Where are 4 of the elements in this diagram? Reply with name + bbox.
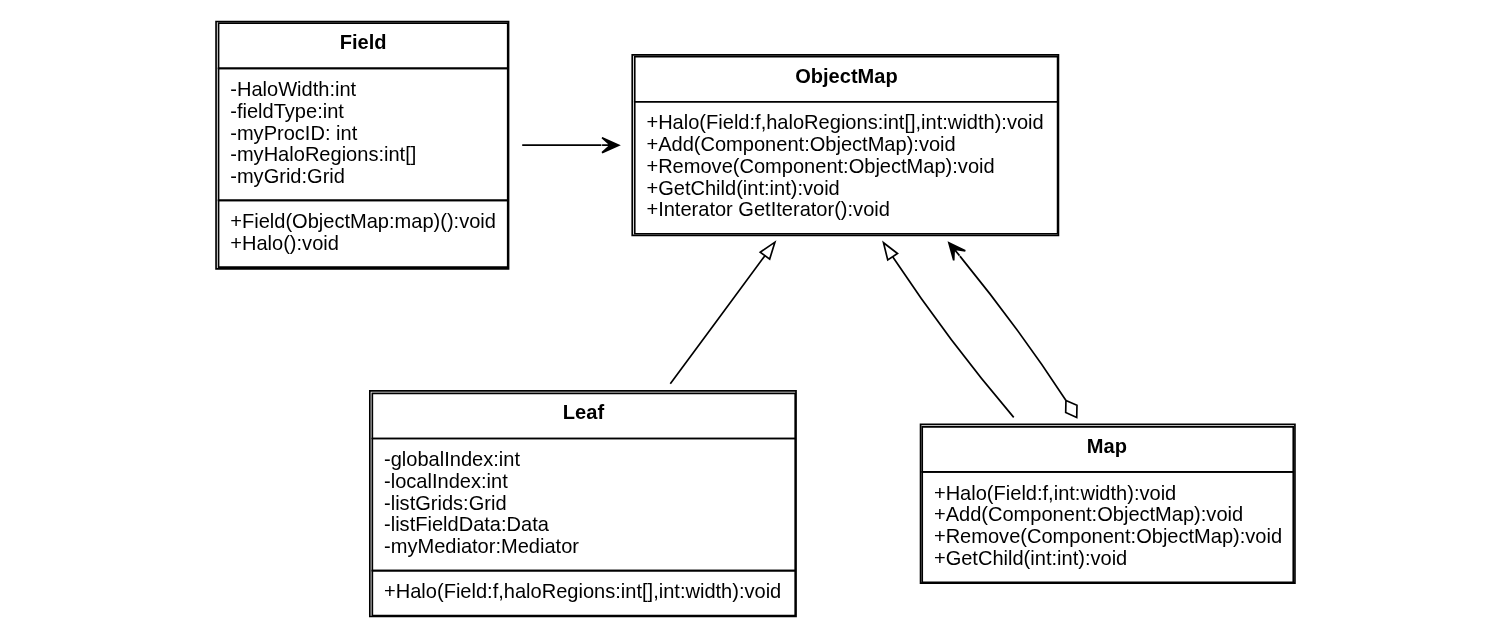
arrow: [521, 136, 620, 154]
arrow: [669, 240, 777, 385]
arrow: [882, 240, 1015, 419]
arrow: [948, 241, 1078, 419]
